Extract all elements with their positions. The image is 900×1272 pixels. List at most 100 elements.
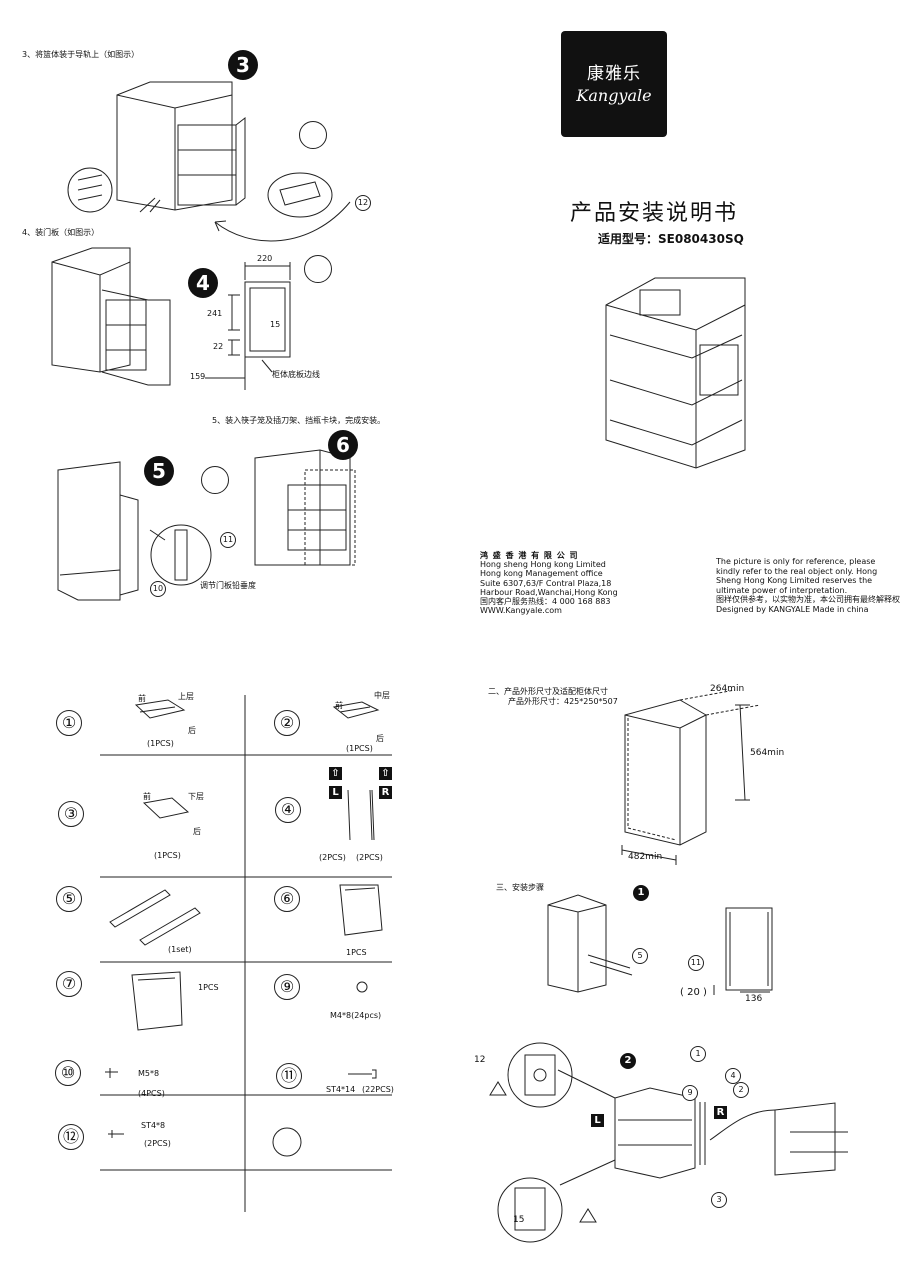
install-step-1: 1 [633, 885, 649, 901]
part-number: ⑫ [58, 1124, 84, 1150]
up-arrow-icon: ⇧ [379, 767, 392, 780]
brand-name-cn: 康雅乐 [587, 64, 641, 84]
dim-20: ( 20 ) [680, 987, 707, 998]
dim-height: 564min [750, 748, 785, 758]
dimensions-heading: 二、产品外形尺寸及适配柜体尺寸 [488, 687, 608, 696]
disclaimer-line: 图样仅供参考，以实物为准，本公司拥有最终解释权。 [716, 595, 900, 605]
step-badge-5: 5 [144, 456, 174, 486]
lock-icon [304, 255, 332, 283]
part-number: ⑦ [56, 971, 82, 997]
part-qty: (4PCS) [138, 1089, 165, 1098]
part-number: ⑪ [276, 1063, 302, 1089]
ref-3: 3 [711, 1192, 727, 1208]
part-label: M5*8 [138, 1069, 160, 1078]
part-label: 中层 [374, 691, 390, 700]
ref-10: 10 [150, 581, 166, 597]
dim-12: 12 [474, 1055, 486, 1065]
part-number: ② [274, 710, 300, 736]
install-step-2: 2 [620, 1053, 636, 1069]
ref-5: 5 [632, 948, 648, 964]
part-label: 前 [138, 694, 146, 703]
step5-text: 5、装入筷子笼及插刀架、挡瓶卡块，完成安装。 [212, 416, 386, 425]
brand-logo: 康雅乐 Kangyale [561, 31, 667, 137]
dimensions-size: 产品外形尺寸：425*250*507 [508, 697, 618, 706]
company-line: 鸿 盛 香 港 有 限 公 司 [480, 551, 579, 560]
dim-136: 136 [745, 994, 763, 1004]
part-qty: (1PCS) [346, 744, 373, 753]
company-line: Harbour Road,Wanchai,Hong Kong [480, 587, 618, 597]
company-line: Hong sheng Hong kong Limited [480, 560, 606, 570]
disclaimer-line: kindly refer to the real object only. Ho… [716, 566, 878, 576]
part-label: 后 [188, 726, 196, 735]
install-heading: 三、安装步骤 [496, 883, 544, 892]
step4-text: 4、装门板（如图示） [22, 228, 100, 237]
part-number: ⑤ [56, 886, 82, 912]
ref-1: 1 [690, 1046, 706, 1062]
part-label: 上层 [178, 692, 194, 701]
disclaimer-line: ultimate power of interpretation. [716, 585, 848, 595]
step-badge-6: 6 [328, 430, 358, 460]
part-qty: (1set) [168, 945, 192, 954]
step-badge-3: 3 [228, 50, 258, 80]
model-label: 适用型号：SE080430SQ [598, 232, 744, 246]
up-arrow-icon: ⇧ [329, 767, 342, 780]
dim-15: 15 [270, 320, 281, 329]
disclaimer-line: The picture is only for reference, pleas… [716, 557, 876, 566]
ref-9: 9 [682, 1085, 698, 1101]
part-number: ⑨ [274, 974, 300, 1000]
ref-4: 4 [725, 1068, 741, 1084]
part-qty: 1PCS [346, 948, 367, 957]
part-qty: (2PCS) [356, 853, 383, 862]
part-number: ④ [275, 797, 301, 823]
part-number: ⑩ [55, 1060, 81, 1086]
part-number: ③ [58, 801, 84, 827]
brand-name-en: Kangyale [576, 86, 652, 105]
dim-159: 159 [190, 372, 206, 381]
left-marker: L [591, 1114, 604, 1127]
ref-11: 11 [220, 532, 236, 548]
company-line: Suite 6307,63/F Contral Plaza,18 [480, 578, 612, 588]
dim-width: 264min [710, 684, 745, 694]
disclaimer: The picture is only for reference, pleas… [716, 557, 900, 615]
part-label: 下层 [188, 792, 204, 801]
disclaimer-line: Sheng Hong Kong Limited reserves the [716, 576, 873, 586]
right-marker: R [379, 786, 392, 799]
part-qty: (1PCS) [147, 739, 174, 748]
ref-11: 11 [688, 955, 704, 971]
dim-depth: 482min [628, 852, 663, 862]
ref-2: 2 [733, 1082, 749, 1098]
unlock-icon [201, 466, 229, 494]
dim-22: 22 [213, 342, 224, 351]
part-label: 后 [193, 827, 201, 836]
adjust-label: 调节门板铅垂度 [200, 581, 256, 590]
part-number: ⑥ [274, 886, 300, 912]
company-info: 鸿 盛 香 港 有 限 公 司 Hong sheng Hong kong Lim… [480, 551, 618, 615]
step-badge-4: 4 [188, 268, 218, 298]
company-line: Hong kong Management office [480, 569, 603, 579]
part-label: 前 [335, 701, 343, 710]
part-qty: M4*8(24pcs) [330, 1011, 382, 1020]
part-number: ① [56, 710, 82, 736]
company-line: WWW.Kangyale.com [480, 606, 562, 616]
dim-220: 220 [257, 254, 273, 263]
part-qty: (2PCS) [144, 1139, 171, 1148]
part-label: ST4*14 [326, 1085, 356, 1094]
part-qty: (2PCS) [319, 853, 346, 862]
cabinet-edge-label: 柜体底板边线 [272, 370, 320, 379]
part-label: 前 [143, 792, 151, 801]
part-qty: 1PCS [198, 983, 219, 992]
part-label: ST4*8 [141, 1121, 166, 1130]
right-marker: R [714, 1106, 727, 1119]
part-label: 后 [376, 734, 384, 743]
dim-15: 15 [513, 1215, 525, 1225]
disclaimer-line: Designed by KANGYALE Made in china [716, 604, 869, 614]
lock-icon [299, 121, 327, 149]
step3-text: 3、将篮体装于导轨上（如图示） [22, 50, 140, 59]
ref-12: 12 [355, 195, 371, 211]
part-qty: (22PCS) [362, 1085, 394, 1094]
manual-title: 产品安装说明书 [570, 201, 739, 226]
dim-241: 241 [207, 309, 223, 318]
part-qty: (1PCS) [154, 851, 181, 860]
company-line: 国内客户服务热线：4 000 168 883 [480, 597, 611, 607]
